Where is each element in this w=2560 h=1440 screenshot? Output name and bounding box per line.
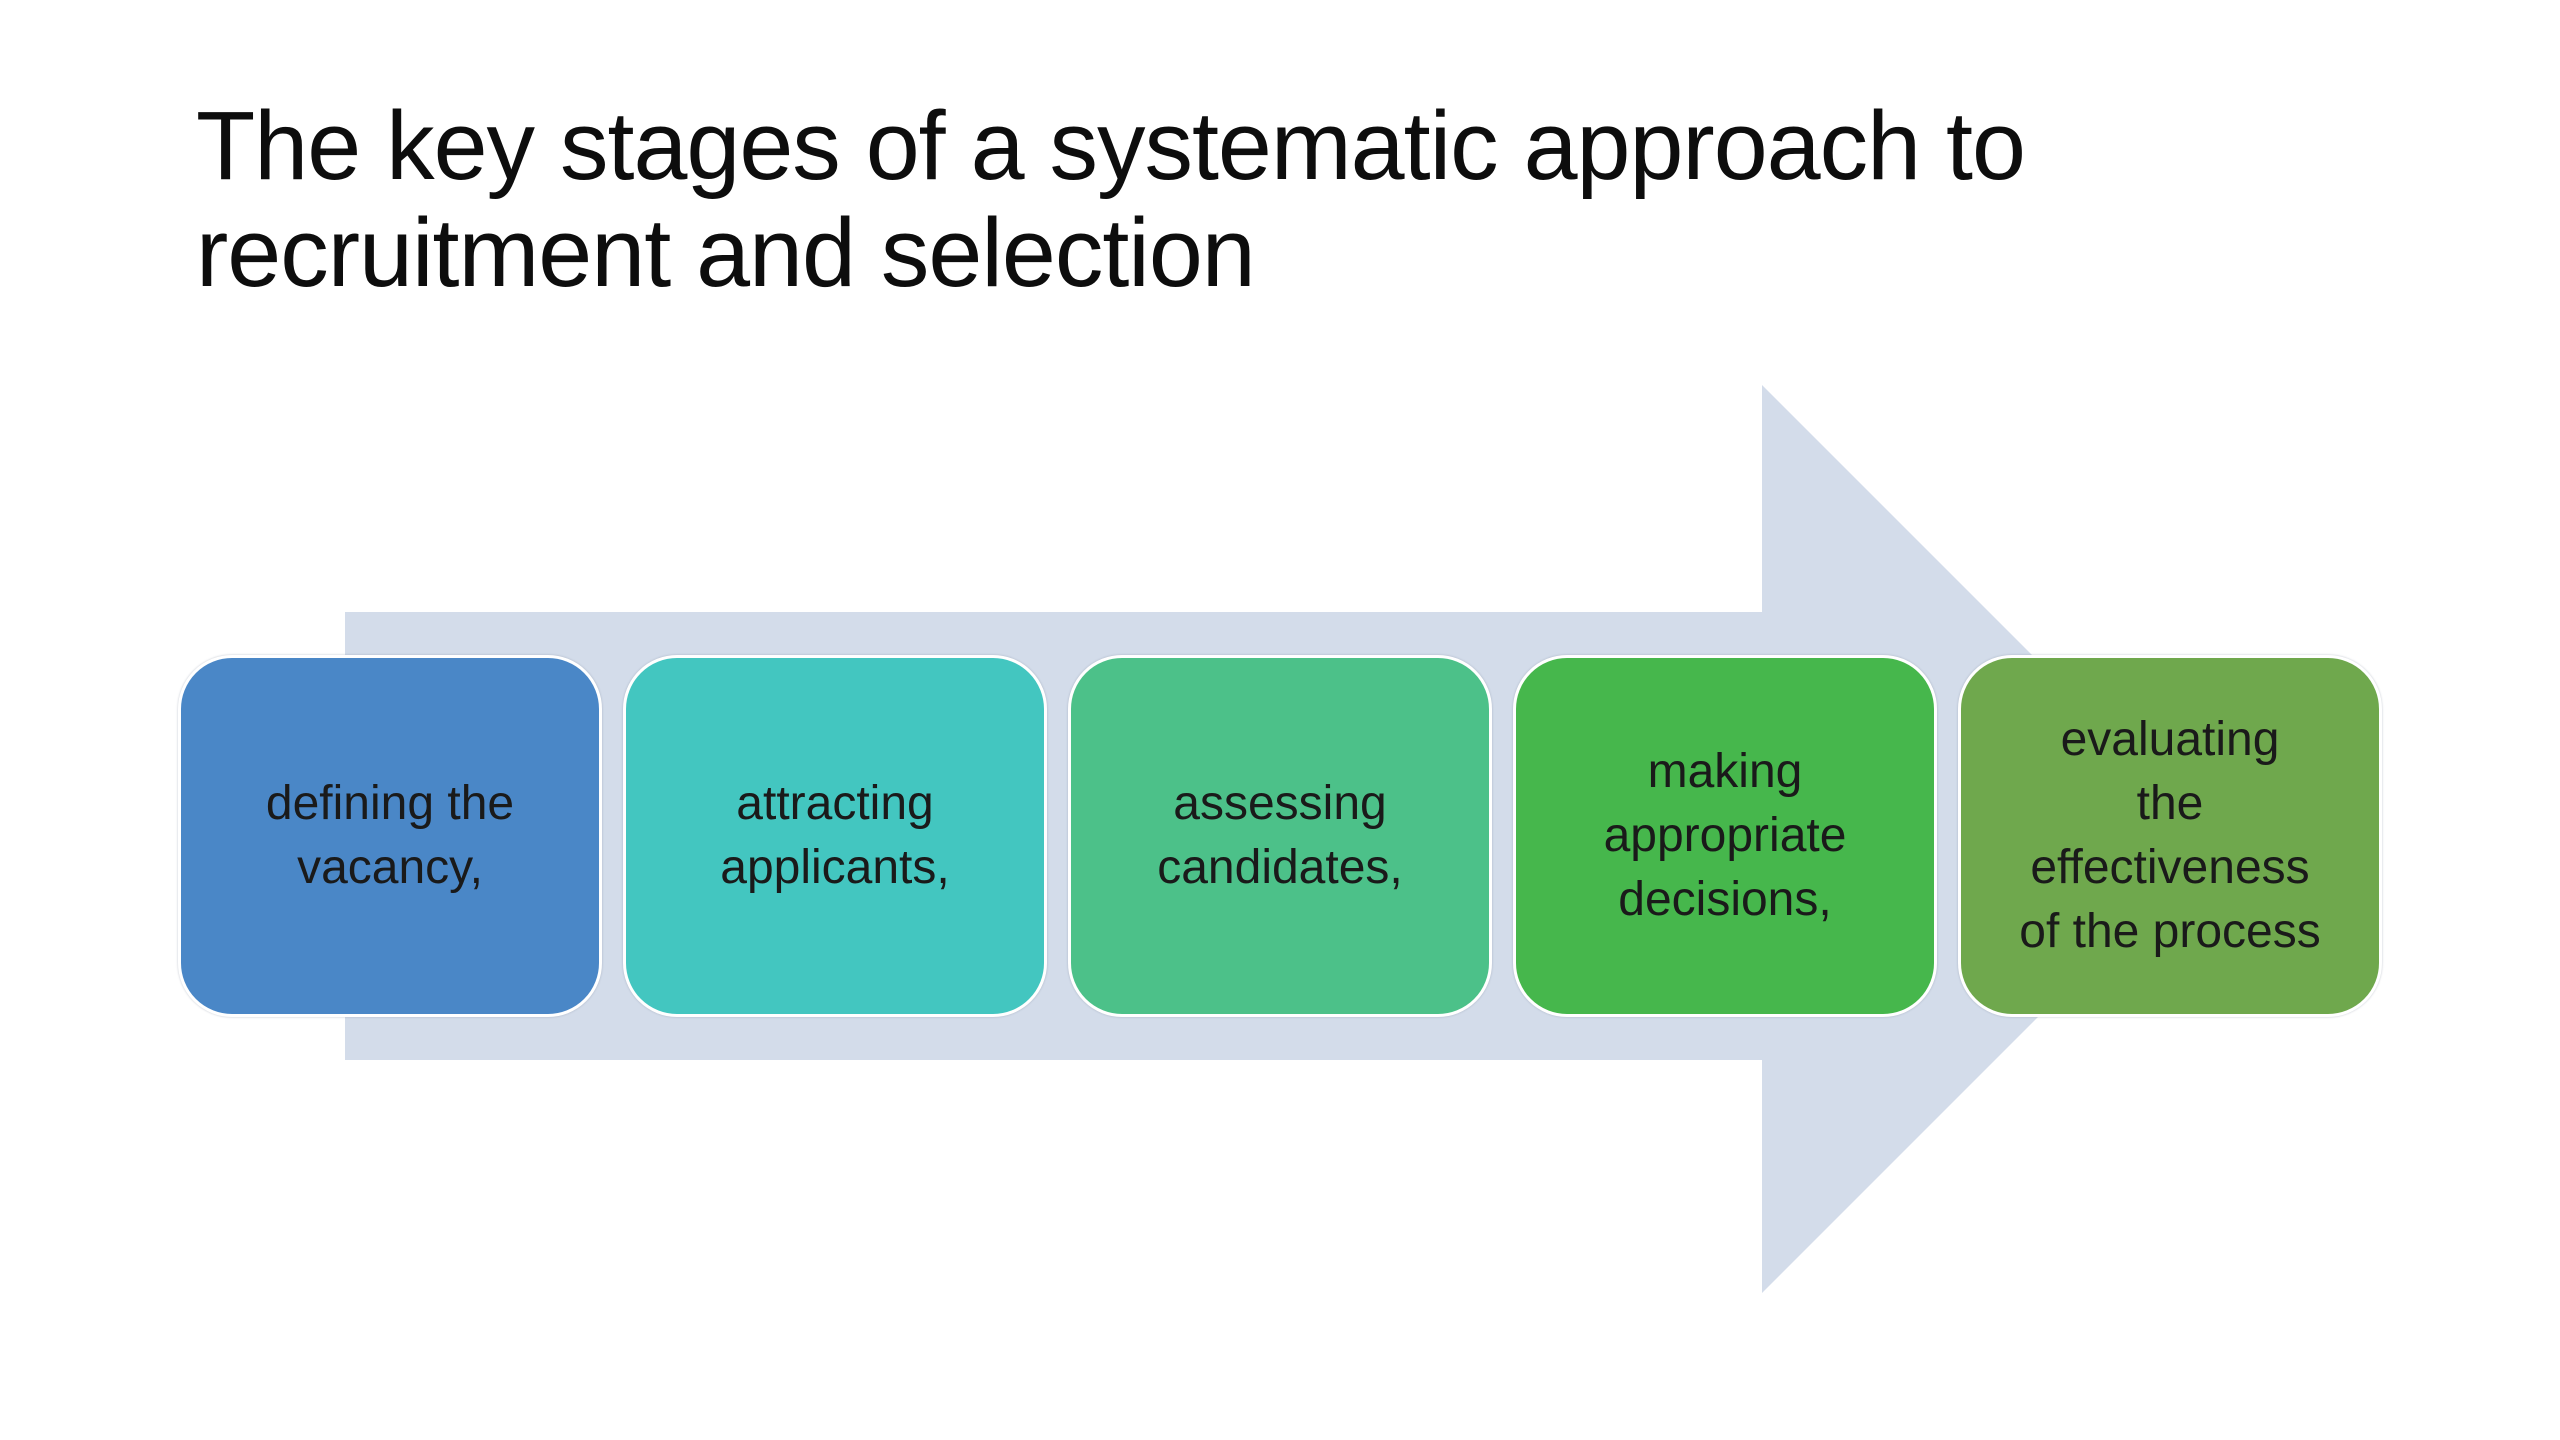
slide-title-line-2: recruitment and selection <box>196 198 1256 307</box>
stage-label-line: vacancy, <box>297 841 483 894</box>
stage-label-line: defining the <box>265 777 515 830</box>
stage-box-making-appropriate-decisions: making appropriate decisions, <box>1513 655 1937 1017</box>
stage-label-line: making <box>1647 745 1803 798</box>
stage-box-attracting-applicants: attracting applicants, <box>623 655 1047 1017</box>
slide-title: The key stages of a systematic approach … <box>196 92 2396 306</box>
stage-label-line: attracting <box>736 777 934 830</box>
stage-label-line: candidates, <box>1157 841 1403 894</box>
stage-box-defining-the-vacancy: defining the vacancy, <box>178 655 602 1017</box>
stage-label-line: assessing <box>1173 777 1387 830</box>
stage-label-line: applicants, <box>720 841 950 894</box>
stage-label-line: appropriate <box>1603 809 1847 862</box>
stage-label-line: effectiveness <box>2030 841 2310 894</box>
slide-title-line-1: The key stages of a systematic approach … <box>196 91 2026 200</box>
stage-box-assessing-candidates: assessing candidates, <box>1068 655 1492 1017</box>
stage-label-line: of the process <box>2019 905 2321 958</box>
stage-label-line: decisions, <box>1618 873 1832 926</box>
stage-box-evaluating-effectiveness: evaluating the effectiveness of the proc… <box>1958 655 2382 1017</box>
stage-label-line: the <box>2136 777 2204 830</box>
stage-label-line: evaluating <box>2060 713 2280 766</box>
